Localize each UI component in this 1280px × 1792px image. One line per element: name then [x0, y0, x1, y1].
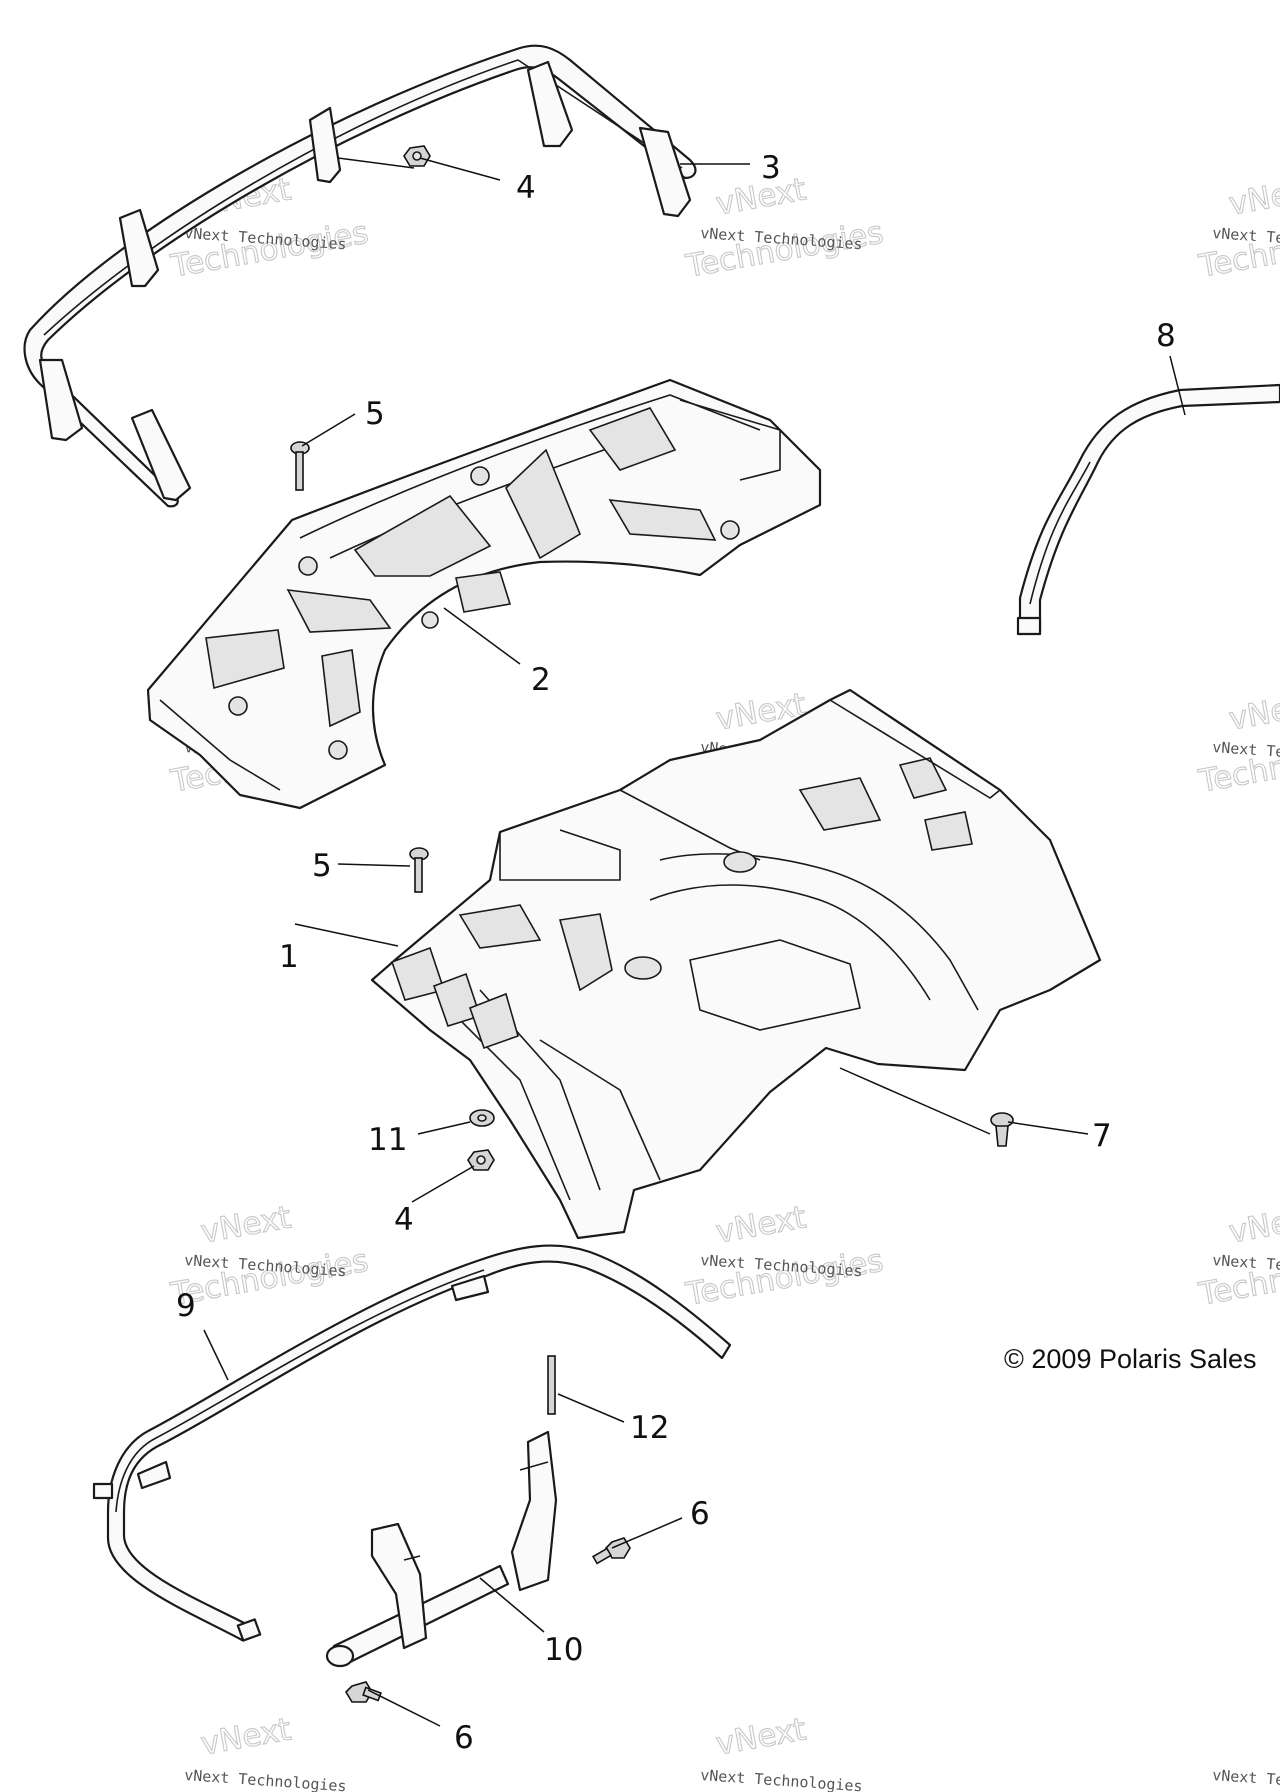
copyright-notice: © 2009 Polaris Sales: [1004, 1344, 1257, 1374]
callout-8: 8: [1156, 318, 1176, 354]
watermark: vNext Technologies: [700, 1766, 863, 1792]
svg-text:vNext: vNext: [198, 1711, 293, 1762]
svg-text:vNext: vNext: [713, 1711, 808, 1762]
rivet-icon: [990, 1112, 1014, 1128]
part-9-rail[interactable]: [92, 1244, 732, 1642]
hardware: [290, 145, 1014, 1703]
callout-6-lower: 6: [454, 1720, 474, 1756]
callout-2: 2: [531, 662, 551, 698]
callout-12: 12: [630, 1410, 669, 1446]
part-2-rack-panel[interactable]: [146, 378, 822, 810]
watermark: vNext: [713, 1711, 810, 1763]
callout-5-middle: 5: [312, 848, 332, 884]
callout-11: 11: [368, 1122, 407, 1158]
watermark: vNext: [198, 1711, 295, 1763]
callout-labels: 1 2 3 4 4 5 5 6 6 7 8 9 10 11 12: [176, 150, 1176, 1756]
part-3-rack-rail[interactable]: [23, 44, 697, 508]
pin-icon: [547, 1355, 556, 1415]
watermark: vNext Technologies: [682, 1199, 886, 1314]
watermark: vNext Technologies: [184, 1766, 347, 1792]
callout-10: 10: [544, 1632, 583, 1668]
watermark: vNext Technologies: [1195, 686, 1280, 801]
svg-text:vNext: vNext: [1226, 171, 1280, 222]
callout-9: 9: [176, 1288, 196, 1324]
callout-1: 1: [279, 939, 299, 975]
svg-text:vNext: vNext: [198, 1199, 293, 1250]
svg-text:vNext: vNext: [1226, 686, 1280, 737]
part-8-rail[interactable]: [1016, 383, 1280, 636]
watermark: vNext Technologies: [1212, 1766, 1280, 1792]
svg-text:vNext: vNext: [713, 1199, 808, 1250]
part-1-rear-fender[interactable]: [370, 688, 1102, 1240]
part-10-bracket[interactable]: [325, 1430, 558, 1668]
watermark: vNext Technologies: [1195, 171, 1280, 286]
svg-text:vNext: vNext: [1226, 1199, 1280, 1250]
callout-4-lower: 4: [394, 1202, 414, 1238]
callout-5-top: 5: [365, 396, 385, 432]
callout-3: 3: [761, 150, 781, 186]
callout-6-upper: 6: [690, 1496, 710, 1532]
leader-lines: [203, 157, 1186, 1727]
callout-4-top: 4: [516, 170, 536, 206]
watermark: vNext Technologies: [1195, 1199, 1280, 1314]
callout-7: 7: [1092, 1118, 1112, 1154]
